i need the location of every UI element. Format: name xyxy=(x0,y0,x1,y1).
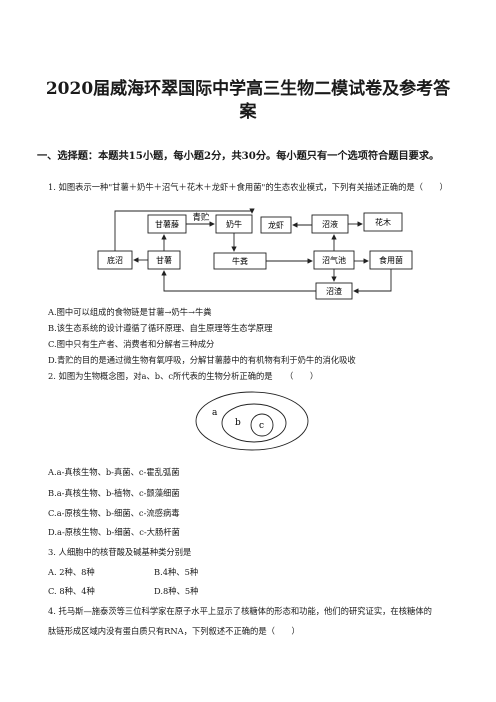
ecosystem-flow-diagram: 甘薯藤 奶牛 龙虾 沼液 花木 底沼 甘薯 牛粪 沼气池 食用菌 沼渣 青贮 xyxy=(97,208,413,300)
label-qingzhu: 青贮 xyxy=(192,212,210,223)
concept-nested-ellipses: a b c xyxy=(195,391,309,451)
question-3-option-c: C. 8种、4种 xyxy=(48,586,95,596)
label-c: c xyxy=(259,421,264,431)
question-2-option-a: A.a-真核生物、b-真菌、c-霍乱弧菌 xyxy=(48,467,180,477)
question-1-option-b: B.该生态系统的设计遵循了循环原理、自生原理等生态学原理 xyxy=(48,323,273,333)
label-ganshu: 甘薯 xyxy=(156,255,172,265)
label-zhaoye: 沼液 xyxy=(322,219,338,229)
label-zhaoqichi: 沼气池 xyxy=(322,255,346,265)
question-2-option-c: C.a-原核生物、b-细菌、c-流感病毒 xyxy=(48,508,180,518)
label-nainiu: 奶牛 xyxy=(226,219,242,229)
question-1-option-d: D.青贮的目的是通过微生物有氧呼吸，分解甘薯藤中的有机物有利于奶牛的消化吸收 xyxy=(48,355,356,365)
question-4-stem-line-1: 4. 托马斯—施泰茨等三位科学家在原子水平上显示了核糖体的形态和功能，他们的研究… xyxy=(48,606,432,616)
label-niufen: 牛粪 xyxy=(232,256,248,266)
question-2-option-d: D.a-原核生物、b-细菌、c-大肠杆菌 xyxy=(48,527,180,537)
question-3-option-a: A. 2种、8种 xyxy=(48,567,95,577)
question-3-option-d: D.8种、5种 xyxy=(154,586,199,596)
question-2-option-b: B.a-真核生物、b-植物、c-颤藻细菌 xyxy=(48,488,180,498)
label-shiyongjun: 食用菌 xyxy=(379,255,403,265)
label-zhaozha: 沼渣 xyxy=(326,286,342,296)
question-1-stem: 1. 如图表示一种"甘薯＋奶牛＋沼气＋花木＋龙虾＋食用菌"的生态农业模式，下列有… xyxy=(48,182,448,192)
section-heading: 一、选择题：本题共15小题，每小题2分，共30分。每小题只有一个选项符合题目要求… xyxy=(37,150,440,162)
question-1-option-c: C.图中只有生产者、消费者和分解者三种成分 xyxy=(48,339,215,349)
label-huamu: 花木 xyxy=(375,217,391,227)
question-2-stem: 2. 如图为生物概念图，对a、b、c所代表的生物分析正确的是 （ ） xyxy=(48,371,319,381)
label-a: a xyxy=(212,408,218,418)
question-1-option-a: A.图中可以组成的食物链是甘薯→奶牛→牛粪 xyxy=(48,307,212,317)
label-b: b xyxy=(235,418,241,428)
box-huamu xyxy=(363,212,403,232)
question-3-option-b: B.4种、5种 xyxy=(154,567,199,577)
question-4-stem-line-2: 肽链形成区域内没有蛋白质只有RNA，下列叙述不正确的是（ ） xyxy=(48,626,300,636)
label-longxia: 龙虾 xyxy=(268,220,284,230)
question-3-stem: 3. 人细胞中的核苷酸及碱基种类分别是 xyxy=(48,547,192,557)
box-longxia xyxy=(260,216,292,234)
page-title: 2020届威海环翠国际中学高三生物二模试卷及参考答案 xyxy=(45,79,451,122)
label-ganshuteng: 甘薯藤 xyxy=(155,219,179,229)
label-dizhao: 底沼 xyxy=(107,255,123,265)
